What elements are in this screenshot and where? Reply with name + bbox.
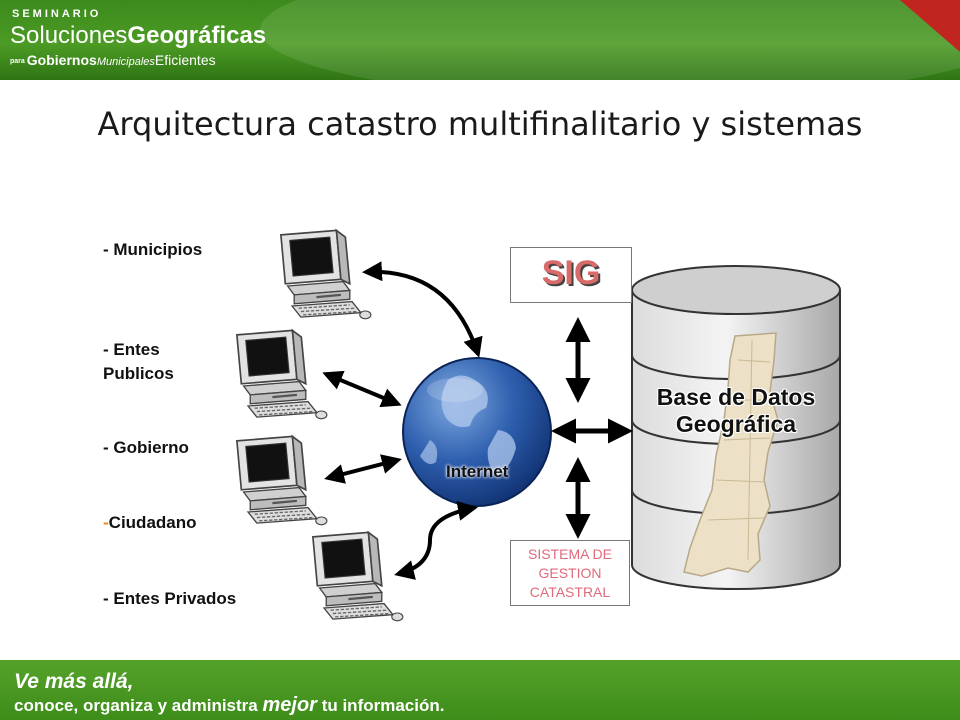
sistema-line2: GESTION <box>538 565 602 581</box>
database-label: Base de Datos Geográfica <box>641 384 831 438</box>
sistema-line3: CATASTRAL <box>529 584 611 600</box>
database-label-line2: Geográfica <box>675 411 797 437</box>
sig-box: SIG <box>510 247 632 303</box>
globe-icon <box>402 357 552 507</box>
label-ciudadano-text: Ciudadano <box>108 513 197 532</box>
computer-icon <box>235 329 328 420</box>
computer-icon <box>279 229 372 320</box>
header-title-bold: Geográficas <box>127 22 267 49</box>
label-gobierno: - Gobierno <box>103 438 189 457</box>
slide-title: Arquitectura catastro multifinalitario y… <box>97 105 863 143</box>
header-subtitle-end: Eficientes <box>154 52 216 68</box>
arrow-gobierno-internet <box>324 454 402 484</box>
arrow-entes-publicos-internet <box>322 370 402 408</box>
footer-slogan: Ve más allá, <box>14 670 134 693</box>
internet-label: Internet <box>446 462 509 481</box>
header-banner: Seminario SolucionesGeográficas paraGobi… <box>0 0 960 80</box>
sig-label: SIG <box>541 254 601 292</box>
footer-banner <box>0 660 960 720</box>
label-municipios: - Municipios <box>103 240 203 259</box>
header-swoosh <box>260 0 960 80</box>
computer-icon <box>311 531 404 622</box>
footer-tagline-c: tu información. <box>321 696 445 715</box>
sistema-line1: SISTEMA DE <box>527 546 613 562</box>
header-title: SolucionesGeográficas <box>10 22 266 50</box>
footer-tagline: conoce, organiza y administra mejor tu i… <box>14 694 444 717</box>
label-ciudadano: -Ciudadano <box>103 511 197 535</box>
footer-tagline-a: conoce, organiza y administra <box>14 696 258 715</box>
header-title-light: Soluciones <box>10 22 128 49</box>
header-subtitle-italic: Municipales <box>96 56 155 68</box>
header-subtitle-bold: Gobiernos <box>26 52 97 68</box>
arrow-municipios-internet <box>362 261 483 358</box>
map-icon <box>683 332 779 577</box>
sistema-gestion-box: SISTEMA DE GESTION CATASTRAL <box>510 540 630 606</box>
header-red-corner <box>900 0 960 52</box>
header-seminario: Seminario <box>12 8 102 20</box>
label-entes-privados: - Entes Privados <box>103 589 237 608</box>
footer-tagline-b: mejor <box>262 694 317 716</box>
arrow-entes-privados-internet <box>394 501 478 580</box>
label-entes-publicos: - Entes Publicos <box>103 340 174 383</box>
header-subtitle-prefix: para <box>10 57 25 65</box>
label-ciudadano-dash: - <box>103 513 109 532</box>
map-lines <box>707 339 772 561</box>
database-label-line1: Base de Datos <box>656 384 816 410</box>
computer-icon <box>235 435 328 526</box>
